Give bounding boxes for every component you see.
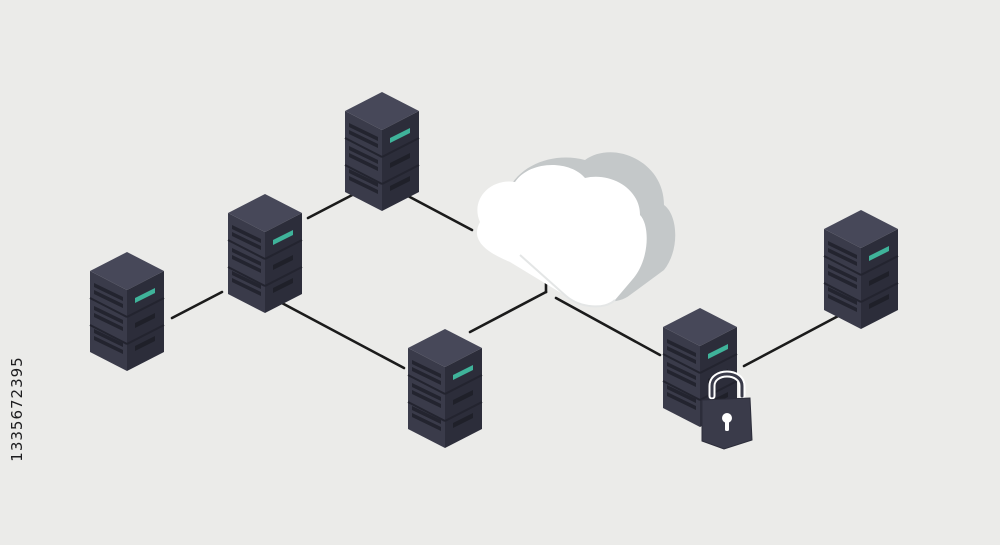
watermark-id: 1335672395 [8,356,26,462]
server-icon [407,328,483,449]
edge-locked-right [742,312,844,368]
server-icon [344,91,420,212]
server-icon [227,193,303,314]
edge-left-midleft [170,290,224,320]
edge-midleft-top [306,190,360,220]
cloud-icon [476,152,676,308]
edge-bottom-cloud [468,290,548,334]
edge-cloud-locked [554,296,662,357]
edge-top-cloud [406,194,474,232]
edge-midleft-bottom [278,300,406,370]
server-icon [823,209,899,330]
padlock-icon [701,370,753,450]
server-icon [89,251,165,372]
connection-lines [170,190,844,370]
